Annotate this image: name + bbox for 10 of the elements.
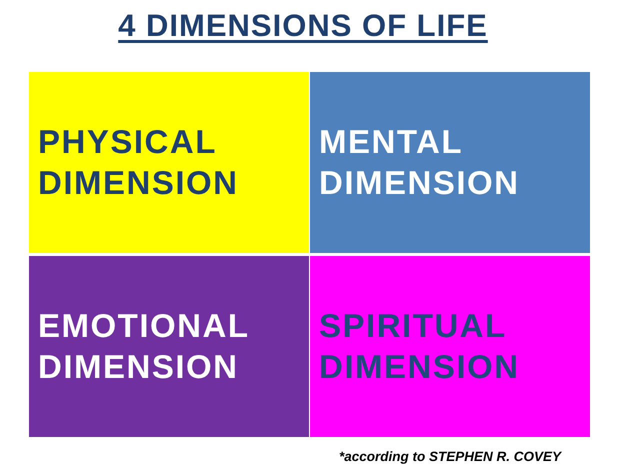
dimension-box: [310, 72, 590, 253]
dimension-box: [29, 256, 309, 437]
dimension-label: EMOTIONAL DIMENSION: [37, 306, 250, 386]
dimension-box: [29, 72, 309, 253]
title: 4 DIMENSIONS OF LIFE: [118, 8, 488, 43]
dimension-label: MENTAL DIMENSION: [318, 122, 521, 202]
dimension-label: SPIRITUAL DIMENSION: [318, 306, 521, 386]
dimension-label: PHYSICAL DIMENSION: [37, 122, 240, 202]
dimension-box: [310, 256, 590, 437]
caption: *according to STEPHEN R. COVEY: [339, 449, 562, 464]
